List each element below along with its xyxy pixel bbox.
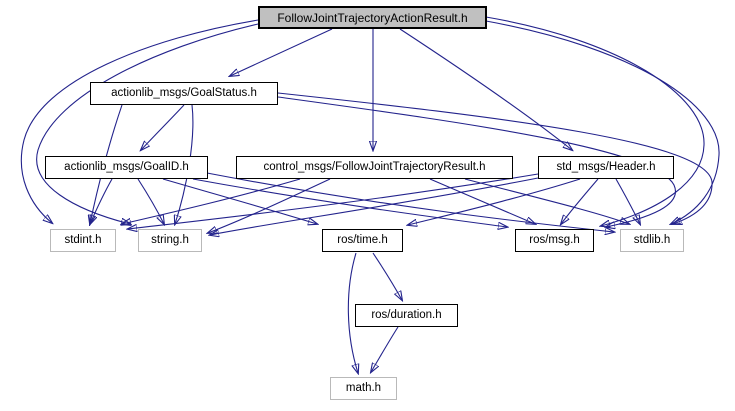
node-actionlib-msgs-goalid[interactable]: actionlib_msgs/GoalID.h: [45, 156, 208, 179]
edge-result-stdint: [122, 178, 301, 224]
edge-header-msg: [561, 178, 599, 224]
edge-goalstatus-goalid: [141, 104, 185, 150]
edge-main-string: [36, 23, 259, 224]
edge-goalid-time: [162, 178, 317, 224]
node-string: string.h: [138, 229, 202, 252]
node-math: math.h: [330, 377, 397, 400]
edge-main-stdint: [20, 19, 259, 223]
edge-goalstatus-stdlib: [277, 92, 713, 224]
node-control-msgs-followjointtrajectoryresult[interactable]: control_msgs/FollowJointTrajectoryResult…: [236, 156, 513, 179]
edge-header-time: [408, 178, 581, 225]
node-ros-time[interactable]: ros/time.h: [322, 229, 403, 252]
edge-header-stdint: [128, 173, 539, 229]
node-actionlib-msgs-goalstatus[interactable]: actionlib_msgs/GoalStatus.h: [90, 82, 278, 105]
edge-result-stdlib: [464, 178, 629, 224]
edge-duration-math: [371, 326, 399, 372]
edge-goalid-stdlib: [206, 172, 614, 232]
node-std-msgs-header[interactable]: std_msgs/Header.h: [538, 156, 674, 179]
edge-main-msg: [485, 16, 705, 226]
node-followjointtrajectoryactionresult: FollowJointTrajectoryActionResult.h: [258, 6, 487, 29]
edge-result-msg: [429, 178, 535, 224]
edge-goalid-msg: [192, 178, 507, 227]
edge-main-goalstatus: [230, 28, 333, 76]
edge-goalid-stdint: [90, 178, 113, 224]
edge-header-string: [210, 177, 539, 235]
edge-main-stdlib: [485, 20, 720, 224]
edge-header-stdlib: [615, 178, 640, 224]
edge-goalid-string: [137, 178, 164, 224]
edge-time-math: [347, 252, 358, 373]
node-stdint: stdint.h: [50, 229, 116, 252]
node-stdlib: stdlib.h: [620, 229, 684, 252]
edge-main-header: [399, 28, 572, 150]
edge-result-string: [208, 178, 331, 233]
edge-time-duration: [372, 252, 402, 300]
node-ros-duration[interactable]: ros/duration.h: [355, 304, 458, 327]
node-ros-msg[interactable]: ros/msg.h: [515, 229, 594, 252]
